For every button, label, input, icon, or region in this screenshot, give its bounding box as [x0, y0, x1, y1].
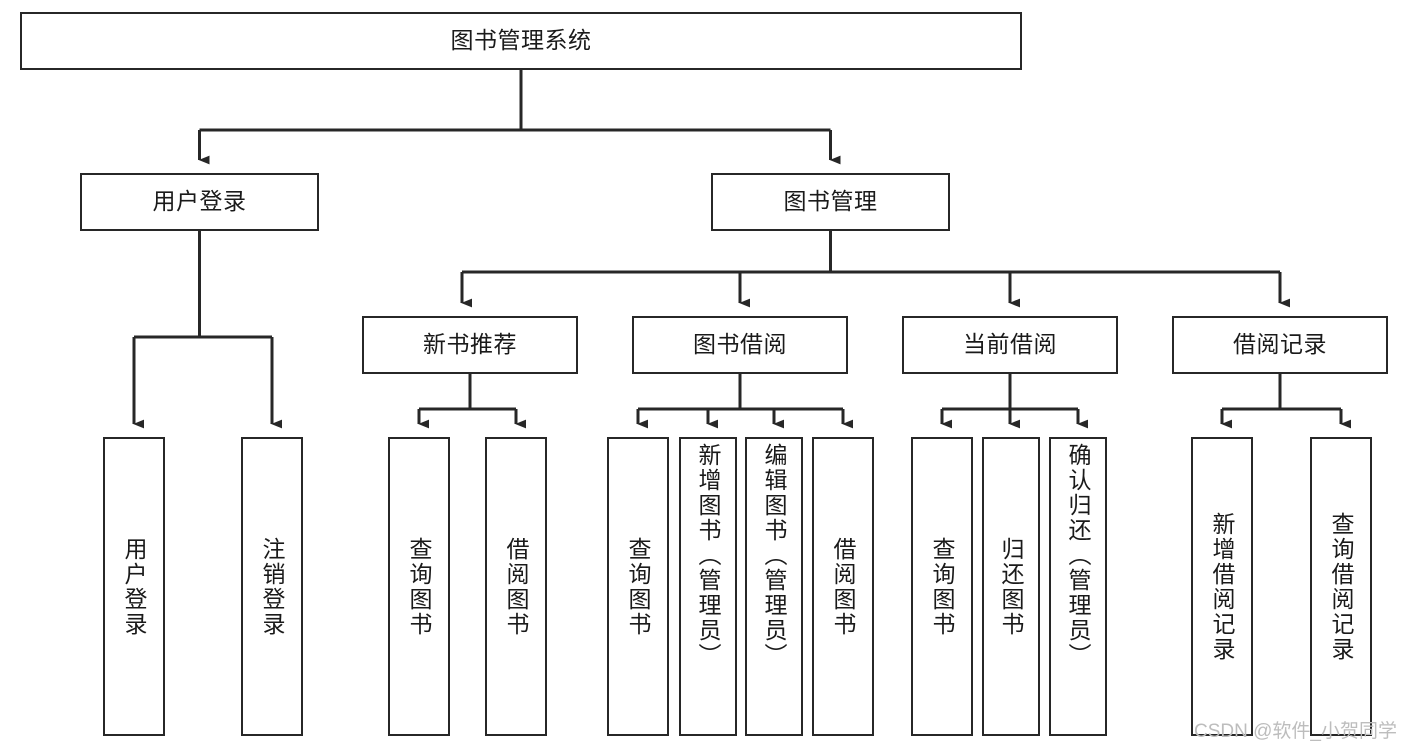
node-new-book-recommend-label: 新书推荐 — [423, 331, 517, 358]
node-leaf-query-book-3-label: 查询图书 — [929, 536, 956, 637]
node-leaf-query-book-1[interactable]: 查询图书 — [388, 437, 450, 736]
node-leaf-add-book-admin[interactable]: 新增图书（管理员） — [679, 437, 737, 736]
node-root[interactable]: 图书管理系统 — [20, 12, 1022, 70]
node-leaf-borrow-book-1[interactable]: 借阅图书 — [485, 437, 547, 736]
node-leaf-add-book-admin-label: 新增图书（管理员） — [695, 443, 722, 668]
node-borrow-record-label: 借阅记录 — [1233, 331, 1327, 358]
node-leaf-borrow-book-2[interactable]: 借阅图书 — [812, 437, 874, 736]
node-leaf-edit-book-admin-label: 编辑图书（管理员） — [761, 443, 788, 668]
node-leaf-query-book-2-label: 查询图书 — [625, 536, 652, 637]
node-leaf-query-borrow-record-label: 查询借阅记录 — [1328, 511, 1355, 662]
node-leaf-logout-label: 注销登录 — [259, 536, 286, 637]
node-leaf-borrow-book-2-label: 借阅图书 — [830, 536, 857, 637]
connector-root-to-level1 — [198, 70, 841, 165]
node-book-manage-label: 图书管理 — [783, 188, 878, 215]
connector-book-borrow-to-leaves — [636, 374, 854, 429]
node-book-manage[interactable]: 图书管理 — [711, 173, 950, 231]
node-leaf-return-book-label: 归还图书 — [998, 536, 1025, 637]
node-leaf-confirm-return-admin[interactable]: 确认归还（管理员） — [1049, 437, 1107, 736]
node-user-login[interactable]: 用户登录 — [80, 173, 319, 231]
node-book-borrow-label: 图书借阅 — [693, 331, 787, 358]
node-leaf-return-book[interactable]: 归还图书 — [982, 437, 1040, 736]
node-leaf-add-borrow-record-label: 新增借阅记录 — [1209, 511, 1236, 662]
node-borrow-record[interactable]: 借阅记录 — [1172, 316, 1388, 374]
node-new-book-recommend[interactable]: 新书推荐 — [362, 316, 578, 374]
connector-borrow-record-to-leaves — [1220, 374, 1352, 429]
node-leaf-add-borrow-record[interactable]: 新增借阅记录 — [1191, 437, 1253, 736]
node-root-label: 图书管理系统 — [450, 27, 592, 54]
node-leaf-user-login[interactable]: 用户登录 — [103, 437, 165, 736]
connector-new-book-recommend-to-leaves — [417, 374, 527, 429]
connector-user-login-to-leaves — [132, 231, 283, 429]
connector-current-borrow-to-leaves — [940, 374, 1089, 429]
node-current-borrow-label: 当前借阅 — [963, 331, 1057, 358]
connector-book-manage-to-level2 — [460, 231, 1291, 308]
node-leaf-query-borrow-record[interactable]: 查询借阅记录 — [1310, 437, 1372, 736]
node-leaf-borrow-book-1-label: 借阅图书 — [503, 536, 530, 637]
node-leaf-query-book-1-label: 查询图书 — [406, 536, 433, 637]
node-leaf-edit-book-admin[interactable]: 编辑图书（管理员） — [745, 437, 803, 736]
node-user-login-label: 用户登录 — [152, 188, 247, 215]
node-leaf-logout[interactable]: 注销登录 — [241, 437, 303, 736]
node-leaf-confirm-return-admin-label: 确认归还（管理员） — [1065, 443, 1092, 668]
node-book-borrow[interactable]: 图书借阅 — [632, 316, 848, 374]
node-leaf-query-book-3[interactable]: 查询图书 — [911, 437, 973, 736]
node-current-borrow[interactable]: 当前借阅 — [902, 316, 1118, 374]
node-leaf-query-book-2[interactable]: 查询图书 — [607, 437, 669, 736]
node-leaf-user-login-label: 用户登录 — [121, 536, 148, 637]
